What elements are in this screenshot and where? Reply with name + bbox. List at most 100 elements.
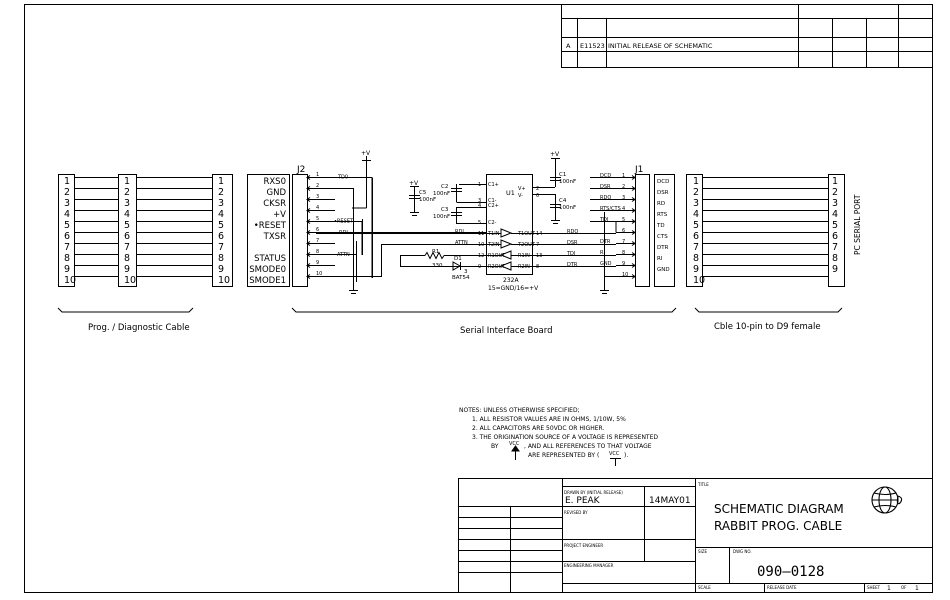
left-connector-c-pin: 3 <box>218 198 224 209</box>
scale-label: SCALE <box>698 585 711 590</box>
globe-logo-icon <box>871 486 903 514</box>
j1-net-label: DTR <box>600 239 611 245</box>
right-connector-a-pin: 3 <box>693 198 699 209</box>
c4-value: 100nF <box>559 205 576 211</box>
u1-pin-number: 5 <box>478 220 481 226</box>
left-connector-b-pin: 8 <box>124 253 130 264</box>
right-connector-b <box>828 174 845 287</box>
j2-net-labels: TD0 •RESET RDI ATTN <box>334 175 354 259</box>
left-connector-b-pin: 10 <box>124 275 136 286</box>
j1-pin-wires <box>590 175 636 279</box>
right-connector-b-pin: 6 <box>832 231 838 242</box>
j2-pin-number: 10 <box>316 271 322 277</box>
u1-pin-number: 3 <box>478 198 481 204</box>
right-connector-b-pin: 1 <box>832 176 838 187</box>
u1-pin-name: R1IN <box>518 253 530 259</box>
left-connector-c-pin: 10 <box>218 275 230 286</box>
right-connector-a-pin: 2 <box>693 187 699 198</box>
u1-pin-name: V- <box>518 193 523 199</box>
revision-block <box>561 4 933 68</box>
j1-signal-label: RD <box>657 201 665 207</box>
right-connector-b-pin: 7 <box>832 242 838 253</box>
u1-pin-number: 9 <box>478 264 481 270</box>
u1-pin-number: 13 <box>536 253 542 259</box>
j2-route <box>335 221 363 255</box>
sheet-number: 1 <box>887 585 891 592</box>
right-connector-b-pin: 4 <box>832 209 838 220</box>
right-connector-a-pin: 1 <box>693 176 699 187</box>
right-connector-b-pin: 8 <box>832 253 838 264</box>
j1-signal-label: DSR <box>657 190 669 196</box>
right-connector-b-pin: 3 <box>832 198 838 209</box>
u1-right-wires <box>532 233 616 267</box>
j2-signal-label: SMODE1 <box>249 276 286 286</box>
notes-vcc-1: VCC <box>509 441 520 447</box>
left-connector-a-pin: 1 <box>64 176 70 187</box>
left-connector-b-pin: 5 <box>124 220 130 231</box>
u1-pin-number: 10 <box>478 242 484 248</box>
u1-pin-number: 4 <box>478 203 481 209</box>
left-connector-a-pin: 5 <box>64 220 70 231</box>
left-connector-b-pin: 9 <box>124 264 130 275</box>
left-connector-a-pin: 2 <box>64 187 70 198</box>
pin-arrow-icon <box>306 241 311 246</box>
right-connector-b-pin: 2 <box>832 187 838 198</box>
pin-arrow-icon <box>306 186 311 191</box>
j2-pin-number: 2 <box>316 183 319 189</box>
j1-net-label: DSR <box>600 184 611 190</box>
j1-ref: J1 <box>634 165 643 175</box>
pc-port-label: PC SERIAL PORT <box>853 194 862 255</box>
u1-drivers <box>486 228 532 271</box>
rev-description: INITIAL RELEASE OF SCHEMATIC <box>608 42 713 50</box>
capacitor-c5 <box>409 186 420 216</box>
j2-pin-wires <box>306 175 486 279</box>
notes-end: ). <box>624 452 628 459</box>
u1-pin-name: T2IN <box>487 242 500 248</box>
left-connector-b-pin: 1 <box>124 176 130 187</box>
j2-signal-box <box>247 174 290 287</box>
u1-pin-name: T2OUT <box>517 242 536 248</box>
j1-signal-label: DCD <box>657 179 669 185</box>
j2-pin-number: 5 <box>316 216 319 222</box>
pin-arrow-icon <box>631 175 636 180</box>
c2-value: 100nF <box>433 191 450 197</box>
drawn-by: E. PEAK <box>565 496 601 506</box>
board-label: Serial Interface Board <box>460 326 553 336</box>
j1-net-label: RI <box>600 250 605 256</box>
left-connector-b-pin: 4 <box>124 209 130 220</box>
j1-pin-number: 1 <box>622 173 625 179</box>
j1-pin-number: 6 <box>622 228 625 234</box>
u1-ref: U1 <box>506 189 515 197</box>
revised-by-label: REVISED BY <box>564 510 588 515</box>
j2-pin-number: 1 <box>316 172 319 178</box>
title-line-2: RABBIT PROG. CABLE <box>714 519 842 533</box>
j2-pin-number: 7 <box>316 238 319 244</box>
j1-net-label: TDI <box>599 217 608 223</box>
u1-pin-number: 7 <box>536 242 539 248</box>
right-connector-a <box>686 174 703 287</box>
prog-cable-label: Prog. / Diagnostic Cable <box>88 323 190 333</box>
left-connector-b <box>118 174 137 287</box>
r1-value: 330 <box>432 263 443 269</box>
u1-net-label: ATTN <box>455 240 468 246</box>
title-line-1: SCHEMATIC DIAGRAM <box>714 502 844 516</box>
cable-wires-left <box>74 177 212 277</box>
j1-signal-label: RI <box>657 256 663 262</box>
u1-chip <box>486 174 533 275</box>
j2-signal-label: CKSR <box>263 199 286 209</box>
left-connector-c-pin: 6 <box>218 231 224 242</box>
j1-signal-box <box>654 174 675 287</box>
u1-pin-number: 2 <box>536 186 539 192</box>
left-connector-c-pin: 5 <box>218 220 224 231</box>
drawn-date: 14MAY01 <box>649 496 691 506</box>
capacitor-c3 <box>451 207 486 224</box>
j2-signal-label: RXS0 <box>263 177 286 187</box>
vplus-label-2: +V <box>409 180 419 187</box>
drawing-number: 090—0128 <box>757 564 824 580</box>
d1-ref: D1 <box>454 256 462 262</box>
j2-pin-number: 6 <box>316 227 319 233</box>
pin-arrow-icon <box>631 230 636 235</box>
u1-pin-number: 6 <box>536 193 539 199</box>
c4-ref: C4 <box>559 198 567 204</box>
u1-pin-name: R2OUT <box>488 264 506 270</box>
